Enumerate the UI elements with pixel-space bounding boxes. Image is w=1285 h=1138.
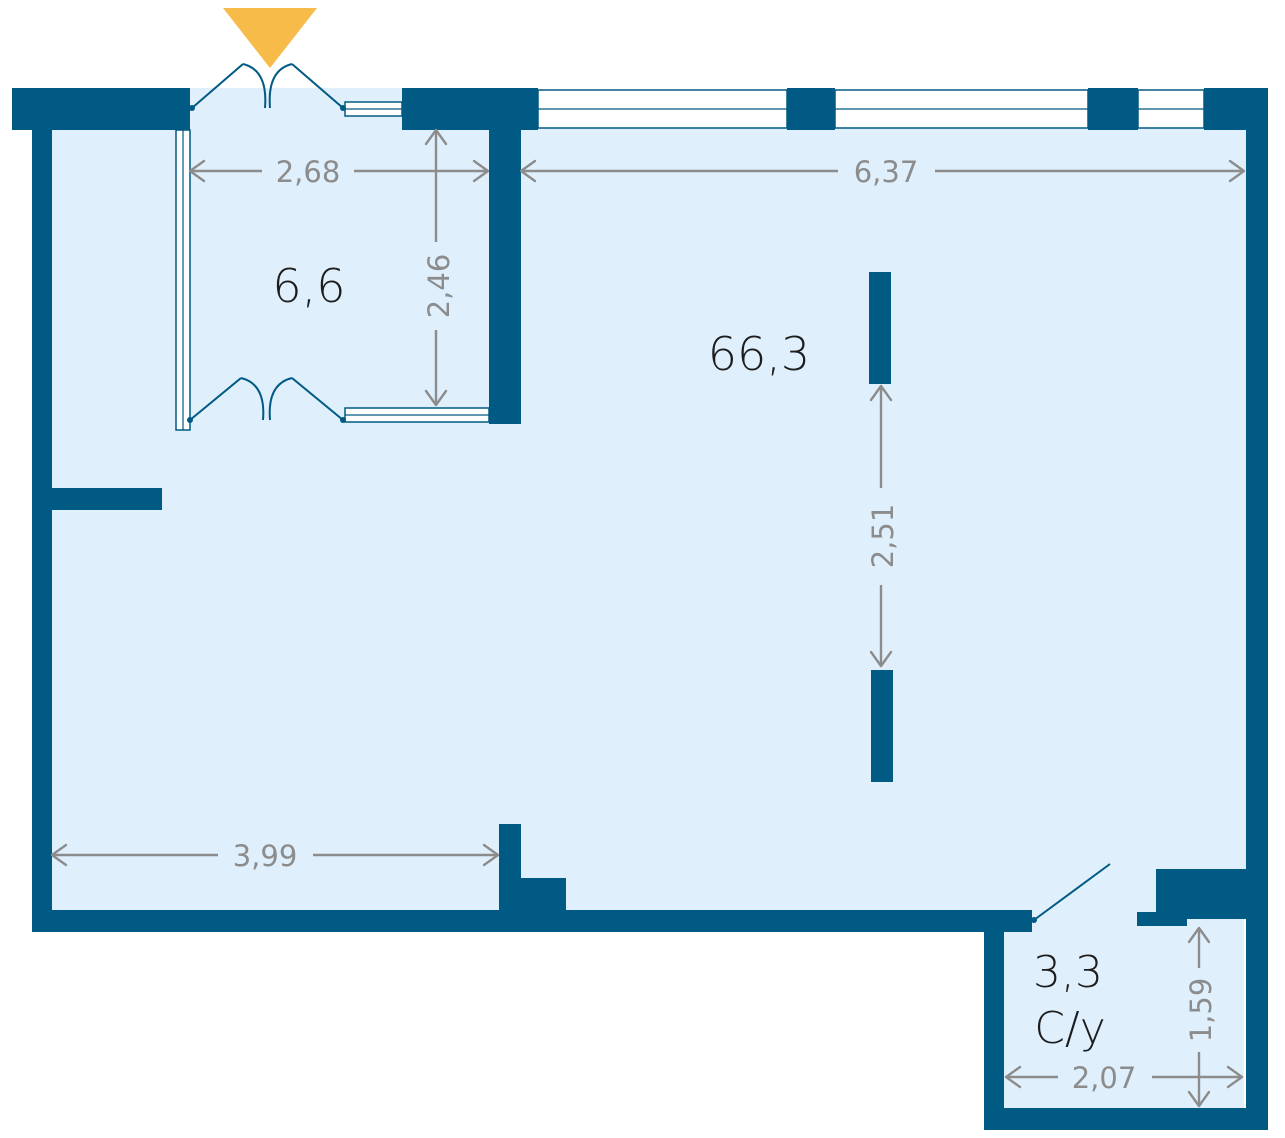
column-lower xyxy=(871,670,893,782)
wall-right xyxy=(1246,88,1268,1130)
bathroom-area-label: 3,3 xyxy=(1033,947,1103,998)
dim-main-width-label: 6,37 xyxy=(854,155,919,189)
floor-fills xyxy=(52,88,1246,1108)
wall-pier-2 xyxy=(1088,88,1138,130)
dim-vestibule-width-label: 2,68 xyxy=(276,155,341,189)
wall-bathroom-bottom xyxy=(984,1108,1268,1130)
wall-bathroom-left xyxy=(984,912,1004,1130)
main-room-floor xyxy=(52,128,1246,912)
doors xyxy=(187,63,1111,923)
dim-bathroom-width: 2,07 xyxy=(1004,1061,1244,1095)
bathroom-door xyxy=(1031,863,1111,923)
dim-bathroom-depth: 1,59 xyxy=(1184,926,1218,1108)
main-room-area-label: 66,3 xyxy=(708,327,810,381)
windows xyxy=(175,89,1205,431)
dim-vestibule-depth: 2,46 xyxy=(422,128,456,407)
dimension-lines: 2,68 6,37 2,46 2,51 xyxy=(50,128,1246,1108)
wall-pier-1 xyxy=(787,88,835,130)
room-labels: 6,6 66,3 3,3 С/у xyxy=(272,259,1105,1054)
vestibule-inner-door xyxy=(187,377,346,423)
walls xyxy=(12,88,1268,1130)
dim-vestibule-width: 2,68 xyxy=(188,155,490,189)
dim-main-width: 6,37 xyxy=(519,155,1246,189)
dim-bathroom-depth-label: 1,59 xyxy=(1184,978,1218,1043)
wall-left xyxy=(32,110,52,930)
wall-bottom xyxy=(32,910,1032,932)
dim-vestibule-depth-label: 2,46 xyxy=(422,254,456,319)
bathroom-floor xyxy=(1004,912,1244,1108)
wall-bottom-block xyxy=(499,878,566,918)
dim-bottom-left: 3,99 xyxy=(50,839,500,873)
bathroom-name-label: С/у xyxy=(1034,1003,1106,1054)
dim-bathroom-width-label: 2,07 xyxy=(1072,1061,1137,1095)
dim-bottom-left-label: 3,99 xyxy=(233,839,298,873)
column-upper xyxy=(869,272,891,384)
vestibule-area-label: 6,6 xyxy=(272,259,345,313)
wall-bathroom-ledge xyxy=(1137,912,1187,926)
entrance-triangle-icon xyxy=(223,8,317,68)
wall-stub-left xyxy=(52,488,162,510)
dim-column-gap-label: 2,51 xyxy=(866,504,900,569)
entrance-door xyxy=(189,63,346,111)
wall-vestibule-right xyxy=(489,110,521,424)
dim-column-gap: 2,51 xyxy=(866,384,900,668)
wall-bathroom-block xyxy=(1156,869,1246,919)
